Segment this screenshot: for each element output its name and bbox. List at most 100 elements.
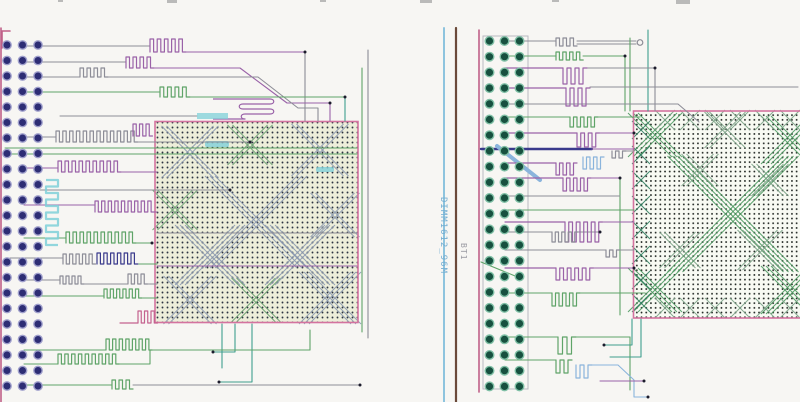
via-pad: [2, 71, 12, 81]
serpentine-trace: [564, 221, 604, 243]
via-pad: [484, 36, 495, 47]
via-pad: [499, 145, 510, 156]
via-pad: [2, 303, 12, 314]
via-pad: [484, 255, 495, 266]
highlighted-net: [316, 167, 334, 172]
trace-endpoint: [653, 66, 657, 70]
via-pad: [17, 117, 28, 128]
serpentine-trace: [149, 38, 187, 53]
via-pad: [484, 271, 495, 282]
via-pad: [499, 177, 510, 188]
via-pad: [484, 365, 495, 376]
serpentine-trace: [159, 86, 191, 98]
via-pad: [2, 257, 12, 267]
via-pad: [17, 334, 28, 345]
via-pad: [17, 288, 28, 298]
bga-diagonal-routes: [161, 125, 219, 179]
via-pad: [2, 365, 12, 376]
bga-diagonal-routes: [659, 231, 701, 269]
trace-endpoint: [632, 266, 636, 270]
via-pad: [484, 240, 495, 251]
bga-diagonal-routes: [291, 123, 349, 177]
copper-trace: [118, 349, 151, 365]
via-pad: [499, 255, 510, 266]
serpentine-trace: [94, 200, 155, 213]
via-pad: [499, 36, 510, 47]
via-pad: [499, 224, 510, 235]
serpentine-trace: [79, 67, 109, 78]
via-pad: [17, 86, 28, 97]
cropped-text-fragment: [420, 0, 432, 3]
bga-diagonal-routes: [631, 195, 651, 215]
copper-trace: [591, 364, 649, 398]
serpentine-trace: [555, 162, 578, 176]
via-pad: [33, 148, 43, 159]
via-pad: [2, 117, 12, 128]
serpentine-trace: [111, 379, 134, 390]
via-pad: [484, 51, 495, 62]
bga-diagonal-routes: [631, 145, 651, 165]
via-pad: [514, 208, 525, 219]
via-pad: [33, 210, 43, 221]
via-pad: [484, 192, 495, 203]
serpentine-trace: [57, 160, 122, 173]
serpentine-trace: [103, 288, 143, 299]
via-pad: [514, 334, 525, 345]
via-pad: [499, 51, 510, 62]
via-pad: [2, 350, 12, 360]
bga-diagonal-routes: [751, 163, 789, 197]
via-pad: [17, 71, 28, 81]
bga-diagonal-routes: [729, 109, 751, 131]
serpentine-trace: [57, 353, 120, 365]
trace-detail: [213, 98, 275, 120]
via-pad: [514, 302, 525, 313]
via-pad: [499, 161, 510, 172]
via-pad: [2, 381, 12, 391]
serpentine-trace: [582, 156, 605, 170]
copper-trace: [107, 76, 319, 122]
trace-endpoint: [228, 188, 232, 192]
trace-endpoint: [248, 140, 252, 144]
via-grid: [2, 40, 43, 391]
bga-diagonal-routes: [704, 111, 746, 149]
serpentine-trace: [125, 56, 155, 69]
via-pad: [2, 164, 12, 174]
via-pad: [33, 40, 43, 50]
via-pad: [514, 287, 525, 298]
serpentine-trace: [576, 132, 601, 148]
via-pad: [2, 319, 12, 329]
bga-diagonal-routes: [631, 170, 651, 190]
serpentine-trace: [555, 359, 573, 374]
via-pad: [499, 287, 510, 298]
via-pad: [514, 192, 525, 203]
via-pad: [2, 272, 12, 283]
via-pad: [33, 55, 43, 66]
trace-endpoint: [343, 95, 347, 99]
cropped-text-fragment: [320, 0, 326, 2]
trace-endpoint: [150, 241, 154, 245]
via-pad: [514, 365, 525, 376]
trace-detail: [44, 178, 60, 247]
via-pad: [2, 40, 12, 50]
trace-endpoint: [646, 395, 650, 399]
via-pad: [499, 130, 510, 141]
bga-diagonal-routes: [631, 120, 651, 140]
via-pad: [499, 192, 510, 203]
via-pad: [2, 288, 12, 298]
trace-endpoint: [358, 383, 362, 387]
via-pad: [2, 86, 12, 97]
bga-diagonal-routes: [264, 224, 336, 286]
via-pad: [484, 208, 495, 219]
via-pad: [17, 133, 28, 143]
via-pad: [514, 36, 525, 47]
highlighted-net: [205, 141, 229, 147]
via-pad: [2, 210, 12, 221]
via-pad: [2, 148, 12, 159]
via-pad: [2, 102, 12, 112]
via-pad: [33, 164, 43, 174]
via-pad: [499, 98, 510, 109]
serpentine-trace: [65, 231, 137, 244]
serpentine-trace: [555, 267, 595, 281]
bga-diagonal-routes: [152, 189, 198, 231]
via-pad: [499, 240, 510, 251]
